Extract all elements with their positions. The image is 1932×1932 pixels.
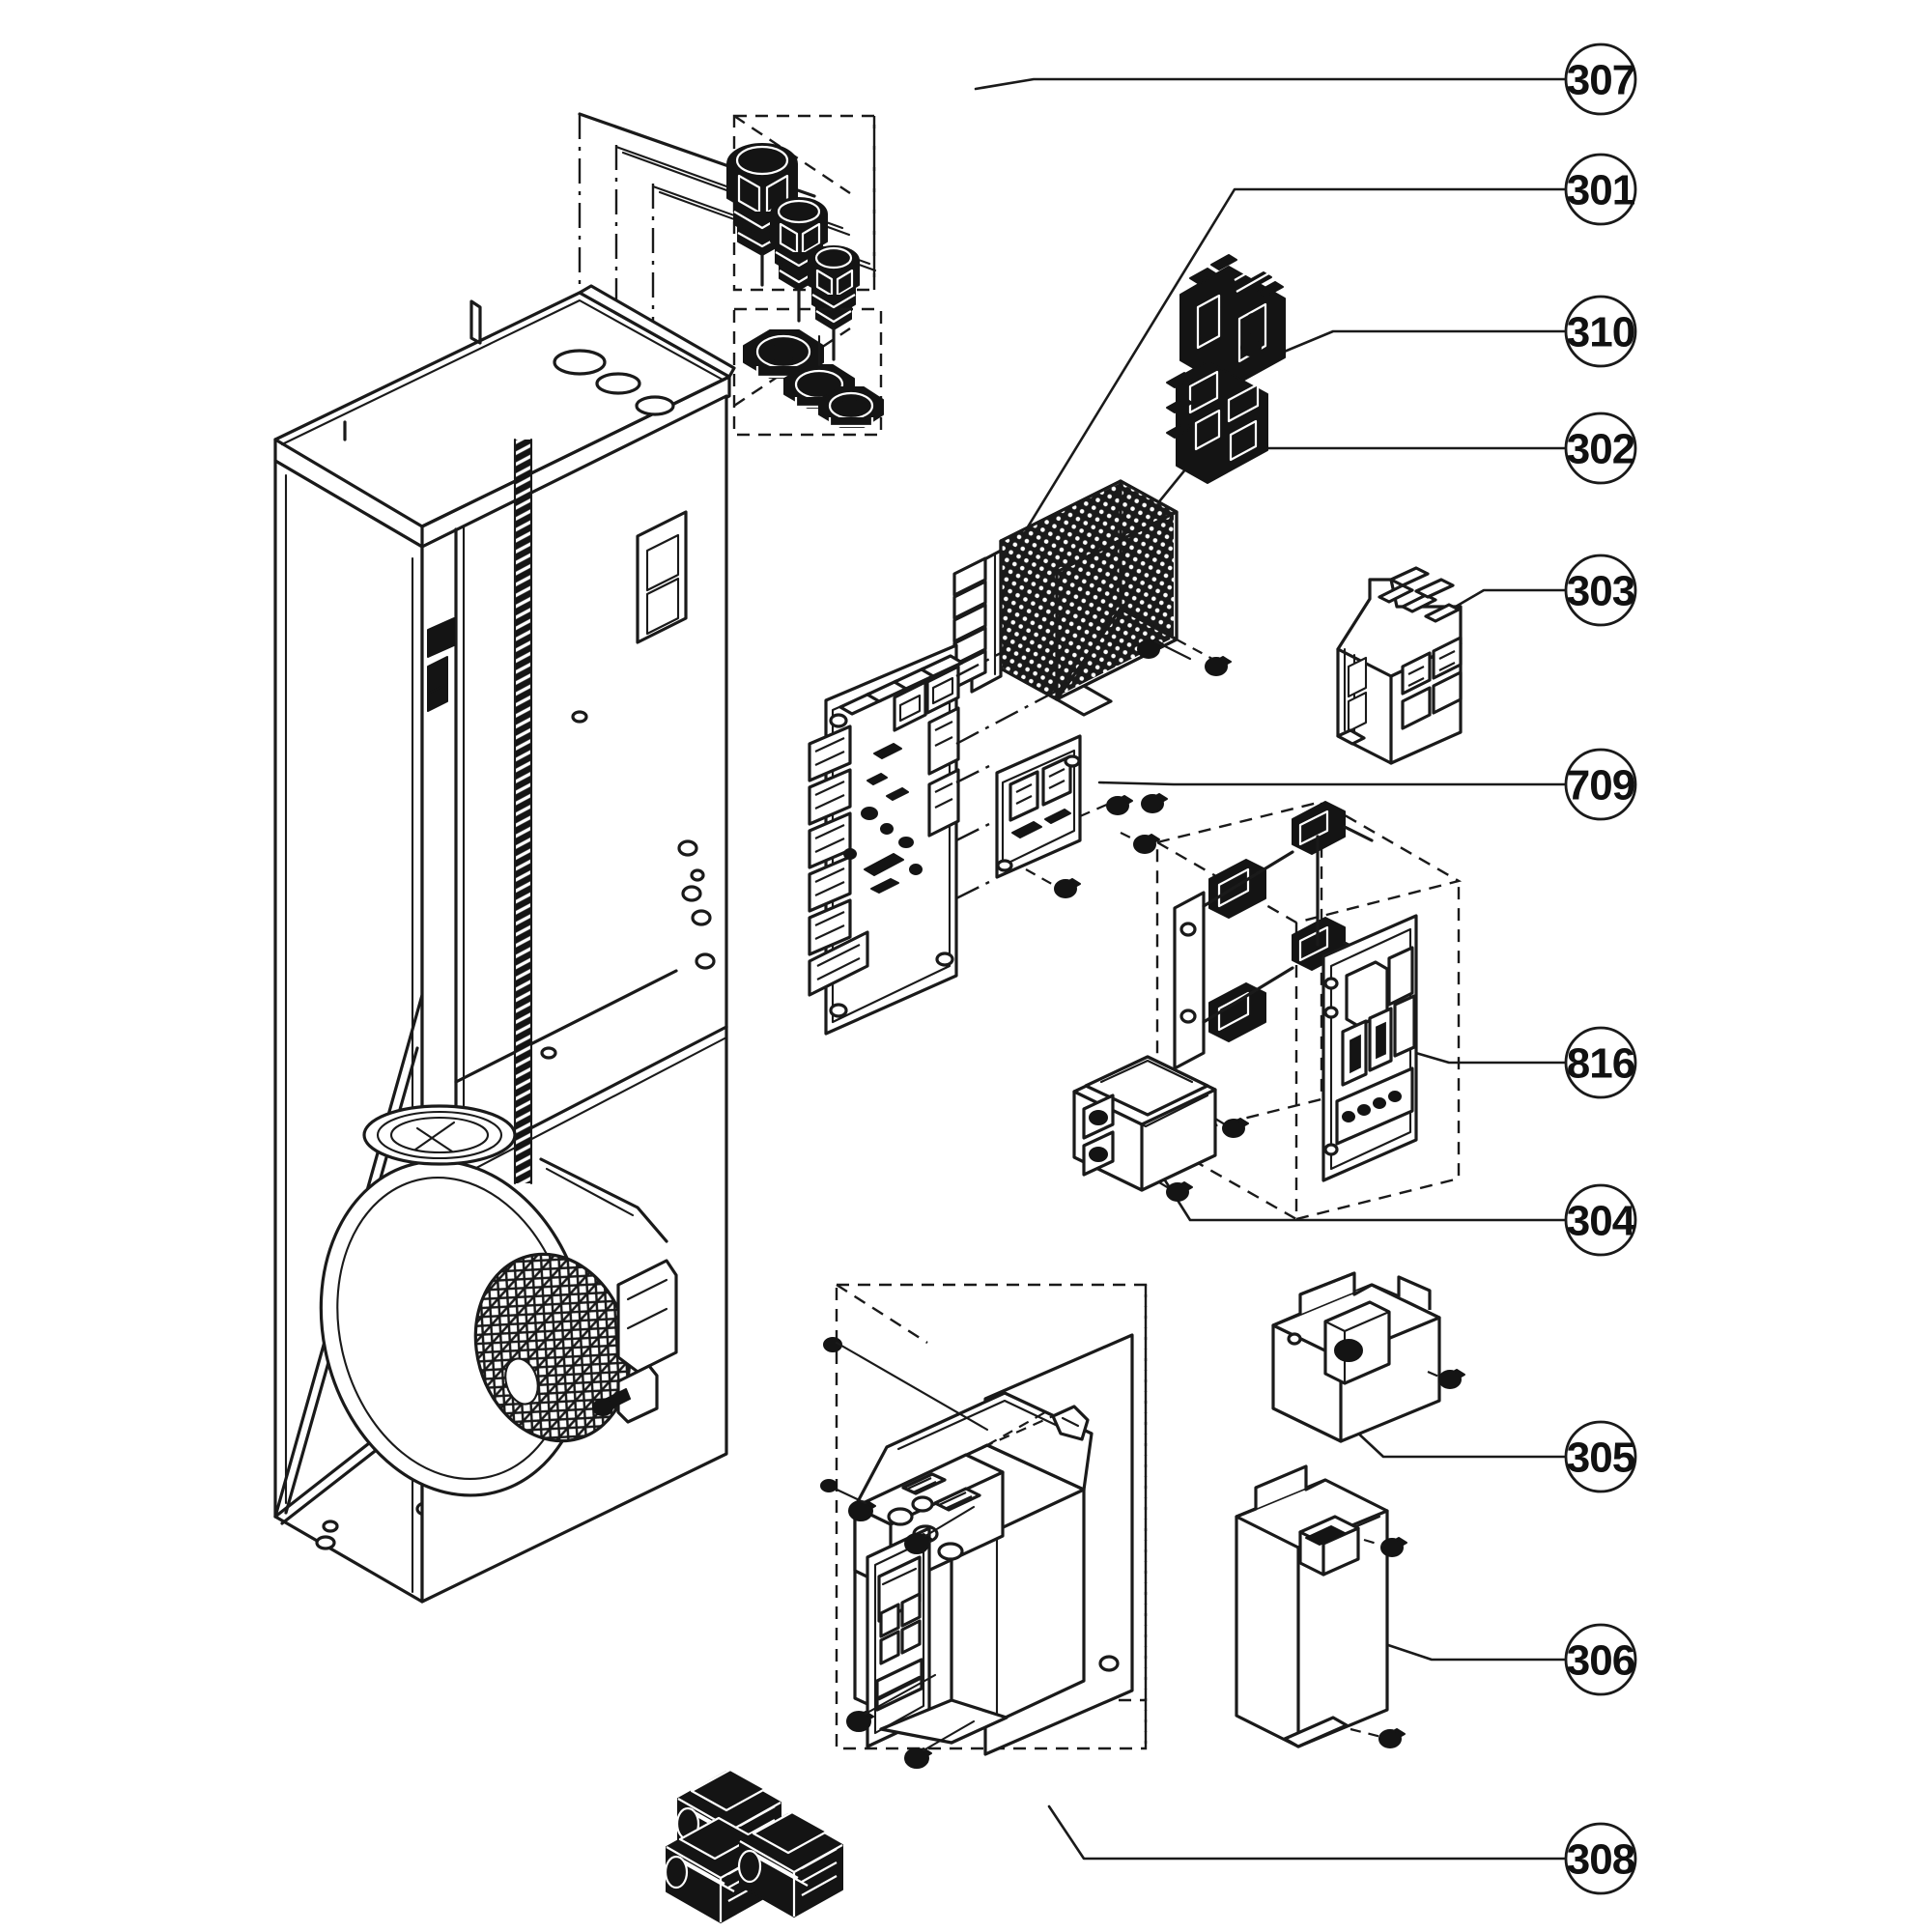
vfd-screws bbox=[820, 1337, 989, 1769]
power-supply-module bbox=[952, 479, 1232, 717]
filter-screws bbox=[1158, 1118, 1249, 1202]
resistor-screws bbox=[1350, 1537, 1407, 1748]
callout-306-label: 306 bbox=[1567, 1637, 1634, 1685]
resistor-terminal-cap bbox=[1298, 1515, 1360, 1577]
callout-306[interactable]: 306 bbox=[1564, 1623, 1637, 1696]
bracket-screw bbox=[1427, 1369, 1465, 1389]
pcb-components bbox=[829, 713, 954, 1018]
louvre-strip bbox=[513, 438, 533, 1185]
lock-nut-small bbox=[818, 386, 884, 428]
ferrite-cable-clamps bbox=[664, 1768, 843, 1923]
cable-gland-large bbox=[726, 143, 798, 287]
callout-302[interactable]: 302 bbox=[1564, 412, 1637, 485]
relay-top-terminals bbox=[1378, 566, 1461, 623]
fan-grille bbox=[473, 1252, 632, 1443]
relay-right-terminals bbox=[1401, 636, 1463, 730]
variable-frequency-drive bbox=[820, 1283, 1148, 1769]
callout-301-label: 301 bbox=[1567, 167, 1635, 214]
tb-screws bbox=[1120, 793, 1168, 854]
callout-302-label: 302 bbox=[1567, 426, 1634, 473]
callout-709-label: 709 bbox=[1567, 762, 1634, 810]
callout-301[interactable]: 301 bbox=[1564, 153, 1637, 226]
callout-303-label: 303 bbox=[1567, 568, 1634, 615]
callout-308[interactable]: 308 bbox=[1564, 1822, 1637, 1895]
rocker-switch bbox=[1179, 254, 1286, 389]
alignment-lines-pcb bbox=[955, 651, 1064, 900]
pcb-right-connectors bbox=[927, 706, 960, 838]
ferrite-clamp-right bbox=[737, 1810, 843, 1918]
cabinet-enclosure bbox=[273, 112, 877, 1604]
emi-line-filter bbox=[1072, 1055, 1249, 1202]
tb-terminal-pins bbox=[1340, 1073, 1409, 1122]
callout-709[interactable]: 709 bbox=[1564, 748, 1637, 821]
callout-816-label: 816 bbox=[1567, 1040, 1634, 1088]
cabinet-top-plate bbox=[273, 284, 736, 549]
callout-balloons: 307 301 310 302 303 709 816 304 bbox=[1564, 43, 1637, 1895]
callout-307[interactable]: 307 bbox=[1564, 43, 1637, 116]
callout-310-label: 310 bbox=[1567, 309, 1634, 356]
tb-terminal-pcb bbox=[1321, 914, 1418, 1182]
callout-304[interactable]: 304 bbox=[1564, 1183, 1637, 1257]
terminal-block-assembly bbox=[1120, 793, 1463, 1222]
callout-305[interactable]: 305 bbox=[1564, 1420, 1637, 1493]
callout-305-label: 305 bbox=[1567, 1435, 1635, 1482]
lock-nut-large bbox=[743, 329, 824, 379]
filter-terminals bbox=[1082, 1094, 1115, 1177]
sub-pcb-screws bbox=[1025, 795, 1133, 898]
cable-glands-group bbox=[726, 114, 884, 437]
gland-lock-nuts bbox=[732, 307, 884, 437]
interface-sub-pcb bbox=[995, 734, 1133, 898]
psu-screws bbox=[1137, 639, 1232, 676]
blower-fan-assembly bbox=[319, 1104, 678, 1497]
callout-307-label: 307 bbox=[1567, 57, 1634, 104]
callout-310[interactable]: 310 bbox=[1564, 295, 1637, 368]
pcb-terminal-headers bbox=[808, 724, 852, 956]
callout-816[interactable]: 816 bbox=[1564, 1026, 1637, 1099]
callout-303[interactable]: 303 bbox=[1564, 554, 1637, 627]
switch-bezel bbox=[1166, 360, 1268, 484]
relay-terminal-module bbox=[1336, 566, 1463, 765]
callout-308-label: 308 bbox=[1567, 1836, 1635, 1884]
braking-resistor-enclosure bbox=[1235, 1464, 1407, 1748]
tb-back-plate bbox=[1173, 891, 1206, 1070]
main-control-pcb bbox=[808, 643, 964, 1036]
pcb-top-connector-row bbox=[838, 654, 964, 732]
callout-304-label: 304 bbox=[1567, 1198, 1636, 1245]
mounting-bracket bbox=[1271, 1271, 1465, 1443]
